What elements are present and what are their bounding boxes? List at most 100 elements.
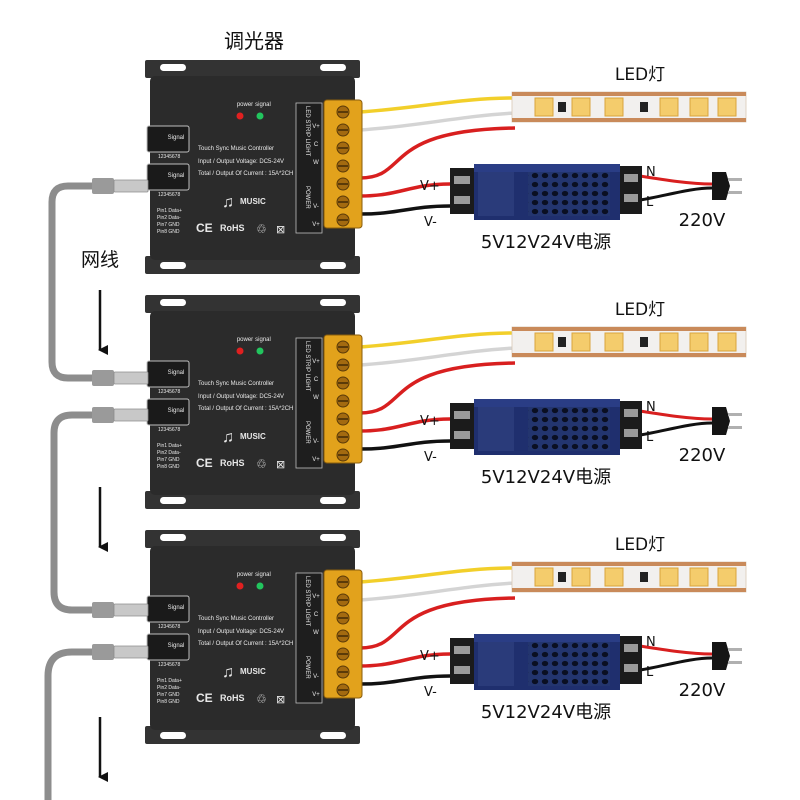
port-side-text: 12345678 [158,154,180,160]
wire-white [359,581,516,602]
rj45-plug [92,178,149,194]
power-header-label: POWER [304,421,310,444]
recycle-icon: ♲ [256,692,267,706]
music-note-icon: ♫ [222,664,234,681]
wire-red-supply [359,652,451,668]
led-chip [604,567,624,587]
port-side-text: 12345678 [158,427,180,433]
terminal-block [323,569,363,699]
led-chip [534,567,554,587]
port-label: Signal [168,643,185,649]
led-chip [604,97,624,117]
supply-n-label: N [646,400,656,415]
diagram-title: 调光器 [224,29,284,53]
rj45-plug [92,407,149,423]
port-side-text: 12345678 [158,624,180,630]
wire-mains-red [639,409,713,421]
supply-n-label: N [646,165,656,180]
wire-black-supply [359,674,451,686]
strip-header-label: LED STRIP LIGHT [304,106,310,157]
power-led-icon [236,582,244,590]
port-side-text: 12345678 [158,192,180,198]
signal-led-icon [256,112,264,120]
wire-mains-black [639,186,713,202]
pin-label: Pin7 GND [157,222,180,228]
led-chip [534,97,554,117]
rj45-plug [92,370,149,386]
wire-yellow [359,566,516,584]
led-chip [604,332,624,352]
led-chip [689,97,709,117]
terminal-label: V- [313,674,319,680]
voltage-spec: Input / Output Voltage: DC5-24V [198,394,284,400]
mains-plug-icon [712,407,742,435]
wire-black-supply [359,204,451,216]
port-label: Signal [168,370,185,376]
led-chip [571,567,591,587]
led-chip [717,97,737,117]
product-name: Touch Sync Music Controller [198,381,274,387]
power-supply [450,634,642,690]
power-header-label: POWER [304,186,310,209]
terminal-label: V+ [312,457,320,463]
wire-yellow [359,96,516,114]
supply-vminus-label: V- [424,450,437,465]
wire-mains-black [639,656,713,672]
port-side-text: 12345678 [158,389,180,395]
wire-white [359,111,516,132]
led-chip [571,332,591,352]
terminal-label: V+ [312,124,320,130]
terminal-block [323,334,363,464]
led-strip-label: LED灯 [615,65,665,85]
music-note-icon: ♫ [222,194,234,211]
product-name: Touch Sync Music Controller [198,616,274,622]
controller-unit: Signal Signal 12345678 12345678 power si… [92,295,747,509]
controller-device: Signal Signal 12345678 12345678 power si… [145,530,363,744]
rj45-port [146,163,190,191]
terminal-label: C [314,142,319,148]
led-chip [717,567,737,587]
music-label: MUSIC [240,667,266,676]
controller-device: Signal Signal 12345678 12345678 power si… [145,295,363,509]
terminal-label: V+ [312,692,320,698]
pin-label: Pin8 GND [157,229,180,235]
power-supply [450,164,642,220]
terminal-label: W [313,160,319,166]
led-chip [717,332,737,352]
led-chip [659,567,679,587]
terminal-label: C [314,377,319,383]
terminal-label-panel [295,337,323,469]
terminal-label: C [314,612,319,618]
pin-label: Pin1 Data+ [157,208,182,214]
resistor [558,102,566,112]
resistor [640,572,648,582]
indicator-power-label: power [237,337,253,343]
controller-device: Signal Signal 12345678 12345678 power si… [145,60,363,274]
port-label: Signal [168,135,185,141]
wire-black-supply [359,439,451,451]
led-chip [689,332,709,352]
voltage-spec: Input / Output Voltage: DC5-24V [198,629,284,635]
mains-voltage-label: 220V [679,680,726,701]
ethernet-cable-middle [50,411,99,614]
controller-unit: Signal Signal 12345678 12345678 power si… [92,60,747,274]
wire-red-strip [359,361,516,415]
product-name: Touch Sync Music Controller [198,146,274,152]
mains-plug-icon [712,642,742,670]
power-supply [450,399,642,455]
supply-vplus-label: V+ [420,179,440,194]
ce-mark: CE [196,691,213,705]
ce-mark: CE [196,456,213,470]
indicator-signal-label: signal [255,337,271,343]
wire-red-strip [359,596,516,650]
resistor [558,337,566,347]
led-strip-label: LED灯 [615,300,665,320]
current-spec: Total / Output Of Current : 15A*2CH [198,171,293,177]
terminal-label: W [313,630,319,636]
supply-n-label: N [646,635,656,650]
terminal-label: V- [313,204,319,210]
rj45-port [146,125,190,153]
wire-yellow [359,331,516,349]
ethernet-cable-out [44,648,95,800]
led-strip [511,91,747,123]
